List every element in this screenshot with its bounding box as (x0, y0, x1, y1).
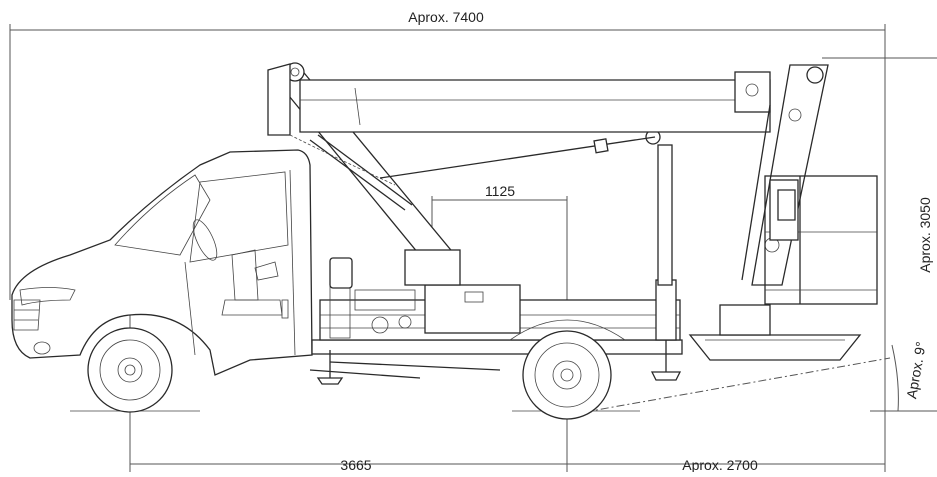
basket (764, 175, 878, 305)
overall-length-label: Aprox. 7400 (408, 9, 484, 25)
rear-overhang-label: Aprox. 2700 (682, 457, 758, 472)
overall-length-dimension: Aprox. 7400 (9, 9, 886, 472)
outriggers (316, 279, 682, 385)
rear-wheel (509, 319, 626, 420)
front-wheel (87, 327, 173, 413)
wheelbase-label: 3665 (340, 457, 371, 472)
height-dimension: Aprox. 3050 (822, 57, 937, 412)
tower-column (645, 129, 673, 286)
height-label: Aprox. 3050 (917, 197, 933, 273)
upper-boom (267, 63, 771, 186)
bottom-dimensions: 3665 Aprox. 2700 (129, 300, 885, 473)
van-cab (11, 149, 313, 376)
chassis (309, 257, 683, 379)
platform-offset-label: 1125 (485, 183, 515, 199)
rear-platform (688, 304, 862, 361)
angle-label: Aprox. 9° (903, 340, 929, 400)
